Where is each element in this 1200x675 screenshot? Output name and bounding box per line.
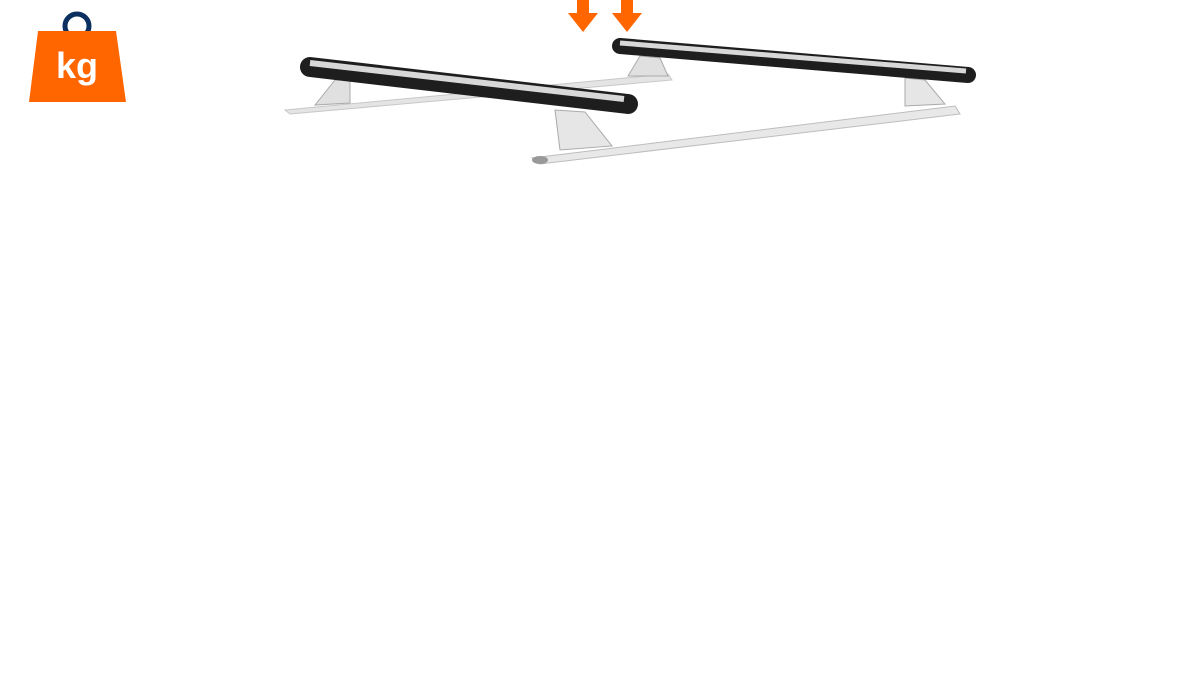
front-crossbar — [300, 57, 638, 114]
arrow-down-icon — [612, 0, 642, 32]
rear-crossbar — [612, 38, 976, 83]
rack-foot — [554, 109, 613, 151]
weight-body-icon — [29, 31, 126, 102]
arrow-down-icon — [568, 0, 598, 32]
rack-foot — [627, 55, 669, 77]
roof-rack-bars-image — [283, 38, 976, 165]
rack-foot — [313, 79, 351, 106]
weight-label: kg — [56, 45, 98, 86]
weight-kg-icon: kg — [29, 11, 126, 102]
rack-foot — [904, 77, 947, 107]
